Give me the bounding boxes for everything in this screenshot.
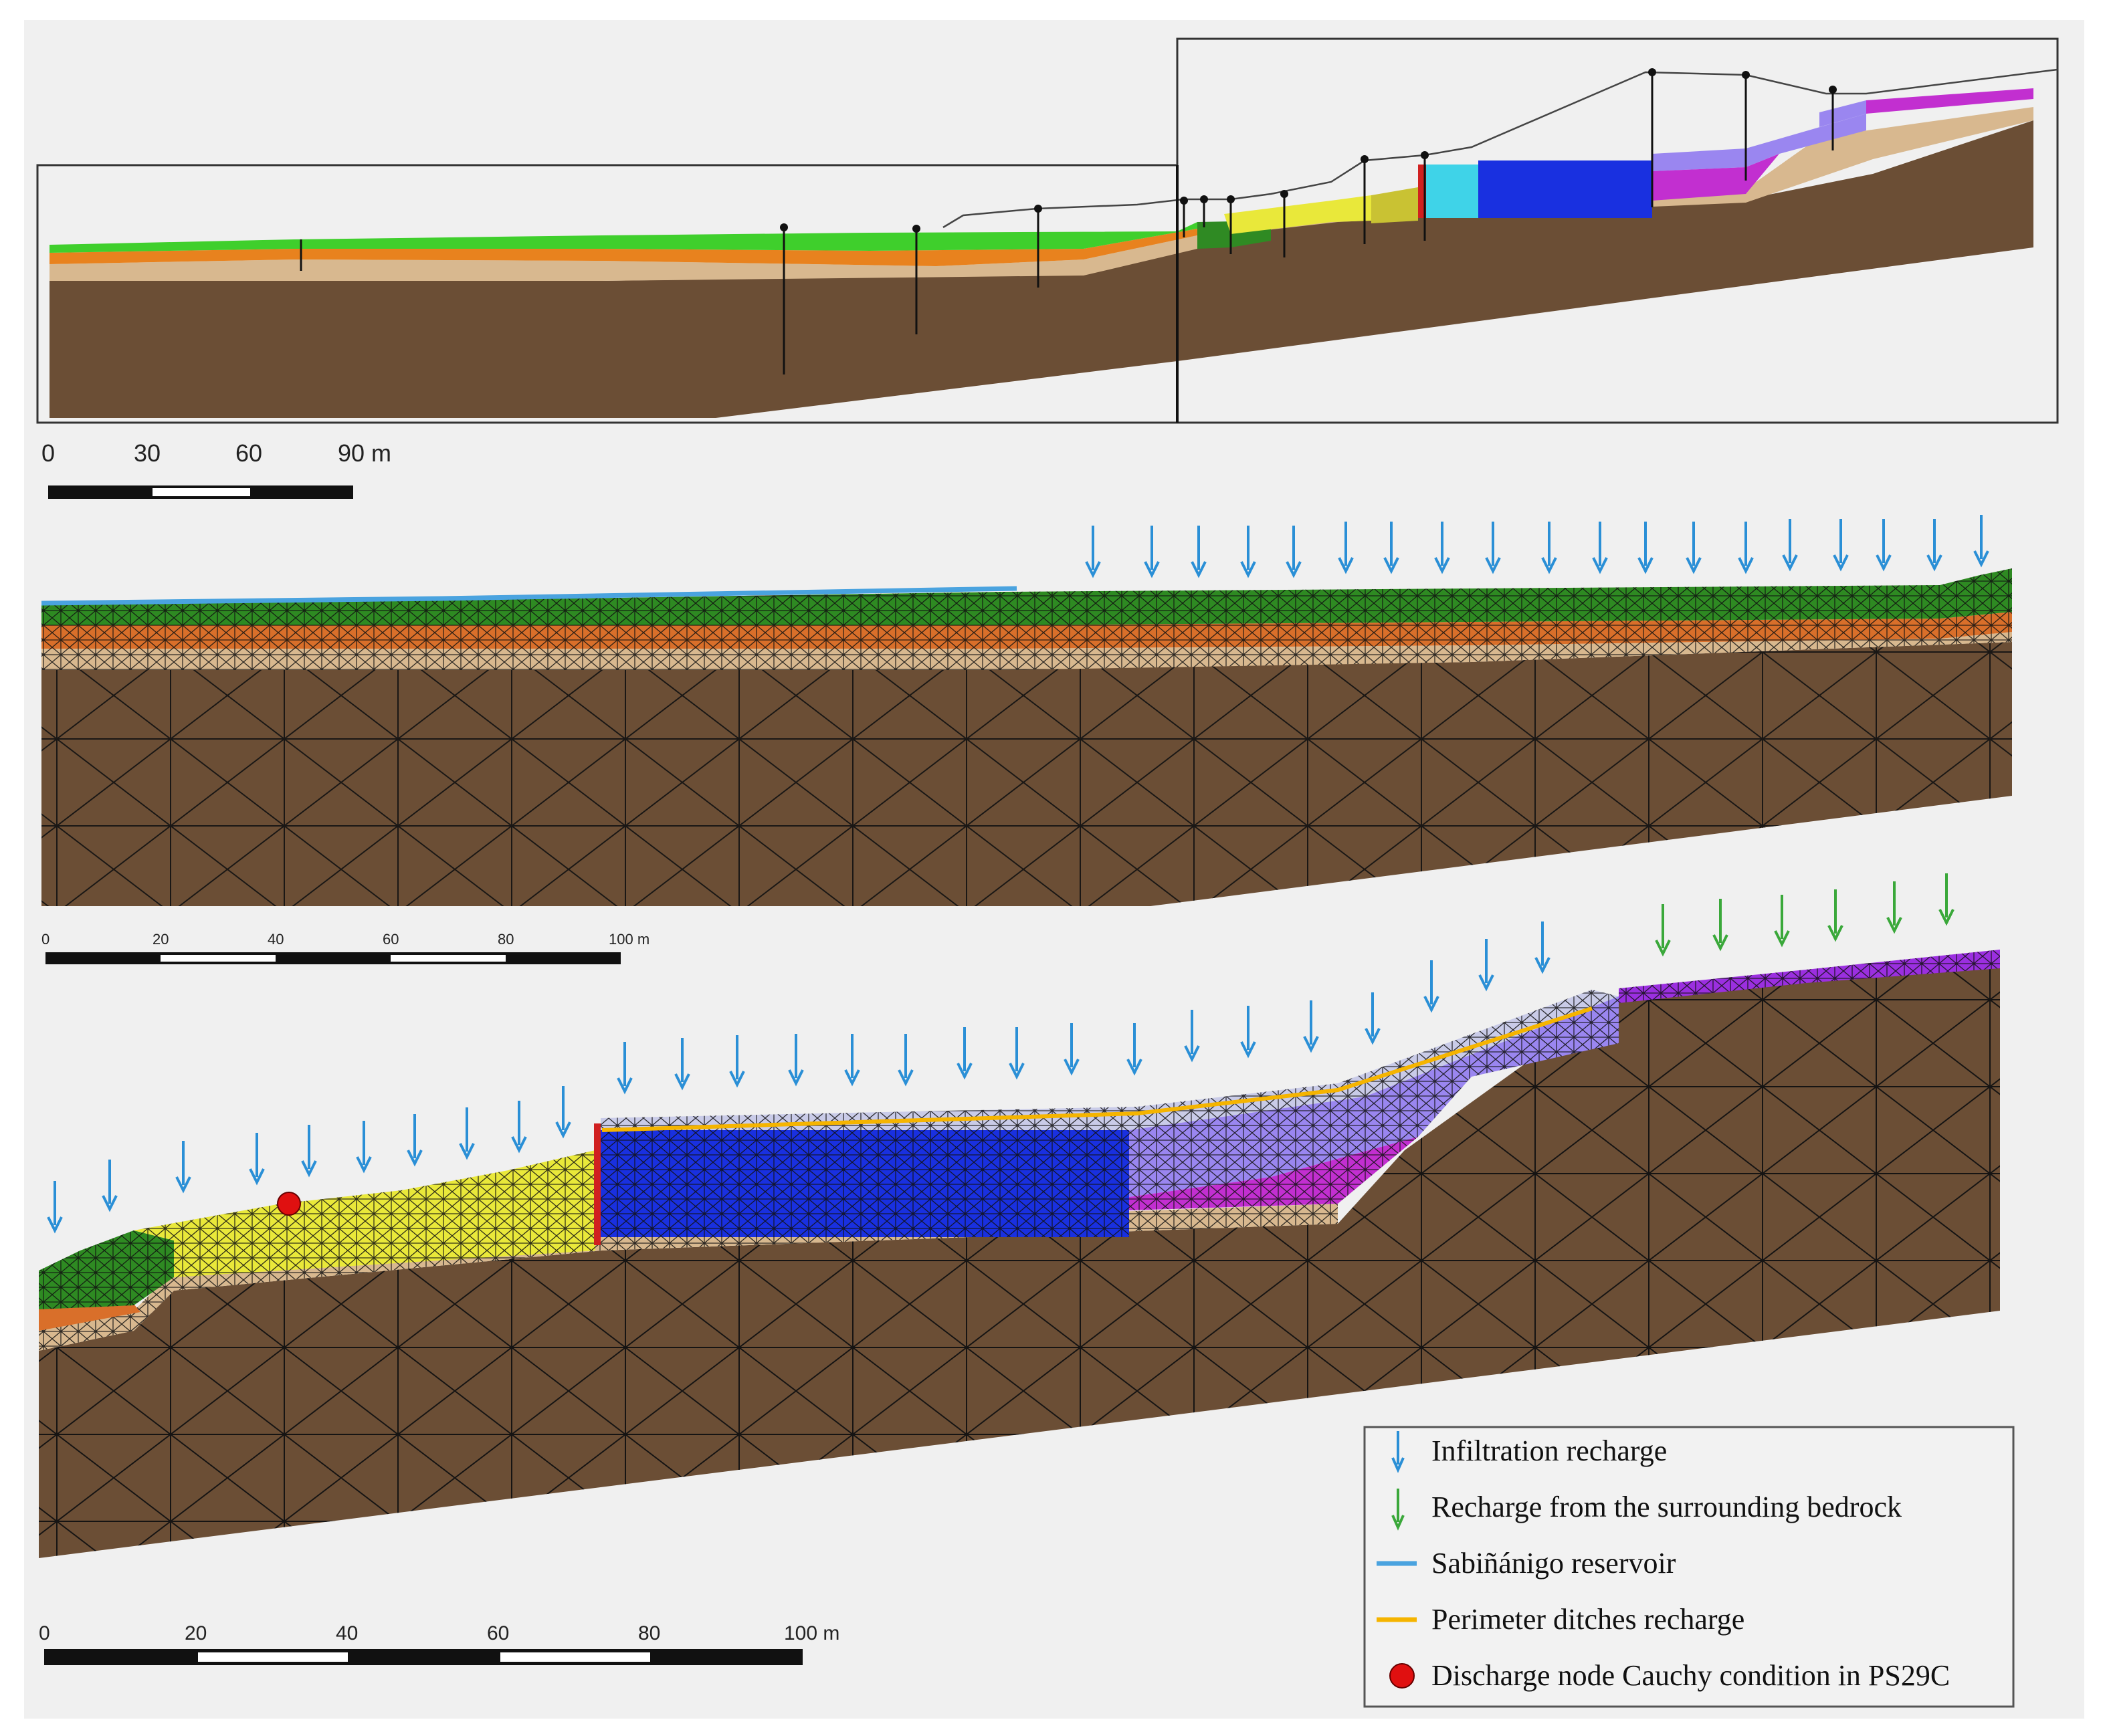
legend: Infiltration recharge Recharge from the … [1363, 1426, 2015, 1708]
legend-box [1363, 1426, 2015, 1708]
mesh-upper-reservoir-line [41, 586, 1017, 606]
scale-bot-label-20: 20 [185, 1622, 207, 1644]
overview-lavender-block [1652, 114, 1866, 171]
scale-bar-top: 0 30 60 90 m [41, 439, 391, 499]
scale-top-label-90: 90 m [338, 439, 391, 467]
overview-lavender-top [1819, 100, 1866, 127]
mesh-lower-ditch-line [601, 1006, 1593, 1132]
scale-bar-bottom: 0 20 40 60 80 100 m [39, 1622, 839, 1665]
legend-label-ditches: Perimeter ditches recharge [1431, 1603, 1744, 1636]
mesh-lower-red-wall [594, 1123, 601, 1245]
legend-item-ditches: Perimeter ditches recharge [1377, 1603, 1744, 1636]
scale-bar-middle: 0 20 40 60 80 100 m [41, 931, 649, 964]
legend-item-infiltration: Infiltration recharge [1391, 1431, 1667, 1473]
red-dot-icon [1389, 1663, 1415, 1689]
legend-item-discharge: Discharge node Cauchy condition in PS29C [1389, 1659, 1950, 1692]
overview-olive-block [1371, 187, 1418, 223]
overview-yellow-block [1224, 195, 1371, 234]
overview-orange-layer [49, 229, 1197, 266]
green-arrow-icon [1391, 1489, 1405, 1531]
legend-label-infiltration: Infiltration recharge [1431, 1434, 1667, 1467]
scale-mid-label-80: 80 [498, 931, 514, 948]
scale-mid-label-20: 20 [153, 931, 169, 948]
overview-green-layer [49, 222, 1197, 253]
blue-arrow-icon [1391, 1431, 1405, 1473]
scale-bot-label-80: 80 [638, 1622, 660, 1644]
overview-topo-line [942, 68, 2058, 229]
overview-panel: 0 30 60 90 m [36, 37, 2059, 499]
overview-blue-block [1478, 160, 1652, 218]
scale-mid-label-0: 0 [41, 931, 49, 948]
legend-label-reservoir: Sabiñánigo reservoir [1431, 1547, 1676, 1580]
overview-lower-layer [49, 107, 2033, 281]
scale-mid-label-40: 40 [268, 931, 284, 948]
scale-top-label-0: 0 [41, 439, 55, 467]
mesh-lower-orange-layer [39, 1304, 140, 1331]
overview-magenta-block [1652, 154, 1779, 201]
scale-bot-label-0: 0 [39, 1622, 50, 1644]
overview-borehole-heads [780, 68, 1837, 233]
discharge-node [277, 1192, 301, 1216]
legend-item-reservoir: Sabiñánigo reservoir [1377, 1547, 1676, 1580]
overview-bedrock [49, 120, 2033, 418]
mesh-upper-panel: 0 20 40 60 80 100 m [41, 514, 2012, 964]
scale-bot-label-60: 60 [487, 1622, 509, 1644]
overview-magenta-top [1866, 88, 2033, 114]
scale-top-label-30: 30 [134, 439, 161, 467]
legend-item-bedrock-recharge: Recharge from the surrounding bedrock [1391, 1489, 1902, 1531]
mesh-lower-panel: 0 20 40 60 80 100 m [39, 872, 2000, 1665]
overview-cyan-block [1426, 165, 1478, 218]
legend-label-bedrock-recharge: Recharge from the surrounding bedrock [1431, 1491, 1902, 1523]
scale-top-label-60: 60 [235, 439, 262, 467]
scale-bot-label-40: 40 [336, 1622, 358, 1644]
scale-mid-label-100: 100 m [609, 931, 649, 948]
overview-boreholes [300, 72, 1834, 374]
scale-mid-label-60: 60 [383, 931, 399, 948]
legend-label-discharge: Discharge node Cauchy condition in PS29C [1431, 1659, 1950, 1692]
scale-bot-label-100: 100 m [784, 1622, 839, 1644]
